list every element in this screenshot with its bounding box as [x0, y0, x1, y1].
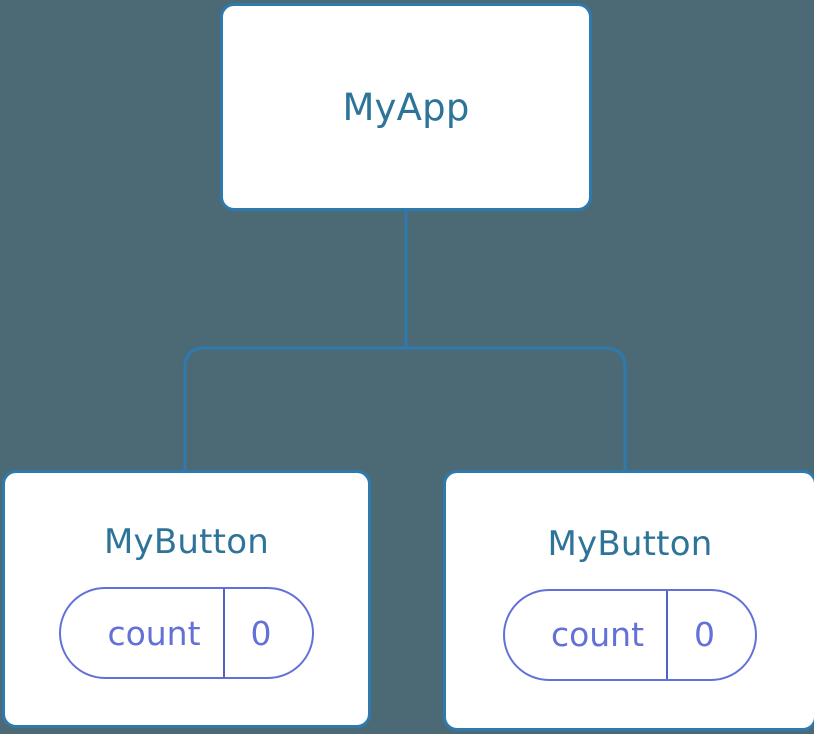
node-mybutton-2[interactable]: MyButton count 0 [443, 470, 814, 731]
state-key-label: count [550, 615, 645, 654]
state-value: 0 [250, 613, 272, 653]
node-mybutton-1[interactable]: MyButton count 0 [2, 470, 371, 728]
state-key-label: count [107, 613, 201, 653]
state-divider [222, 589, 225, 677]
connector-branch-left [183, 346, 406, 472]
state-pill[interactable]: count 0 [502, 588, 758, 681]
node-title: MyButton [547, 523, 713, 564]
state-pill[interactable]: count 0 [59, 587, 314, 679]
node-myapp[interactable]: MyApp [220, 3, 592, 211]
node-title: MyApp [342, 85, 470, 129]
node-title: MyButton [104, 522, 269, 562]
state-divider [666, 590, 669, 679]
connector-branch-right [406, 346, 627, 472]
state-value: 0 [694, 615, 716, 654]
